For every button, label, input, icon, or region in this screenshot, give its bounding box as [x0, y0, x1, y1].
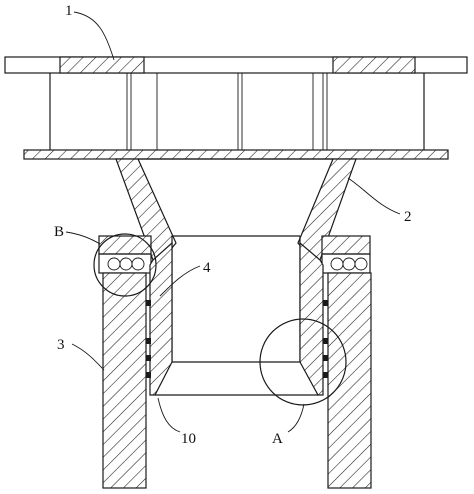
top-plate — [4, 56, 468, 74]
left-clamp-block — [98, 235, 152, 274]
label-part-3: 3 — [57, 337, 65, 353]
label-part-1: 1 — [65, 3, 73, 19]
left-support-column — [102, 272, 147, 489]
funnel-body — [115, 158, 357, 261]
inner-sleeve — [149, 235, 324, 396]
detail-circle-a — [259, 318, 347, 406]
middle-plate — [23, 149, 449, 160]
upper-frame — [49, 73, 425, 150]
label-detail-b: B — [54, 224, 64, 240]
label-part-2: 2 — [404, 209, 412, 225]
label-part-4: 4 — [203, 260, 211, 276]
right-support-column — [327, 272, 372, 489]
seal-ring-icon — [107, 257, 145, 271]
label-part-10: 10 — [181, 431, 196, 447]
sleeve-seals — [146, 300, 328, 378]
seal-ring-icon — [330, 257, 368, 271]
right-clamp-block — [321, 235, 371, 274]
leader-lines — [65, 11, 401, 433]
label-detail-a: A — [272, 431, 283, 447]
detail-circle-b — [93, 233, 157, 297]
